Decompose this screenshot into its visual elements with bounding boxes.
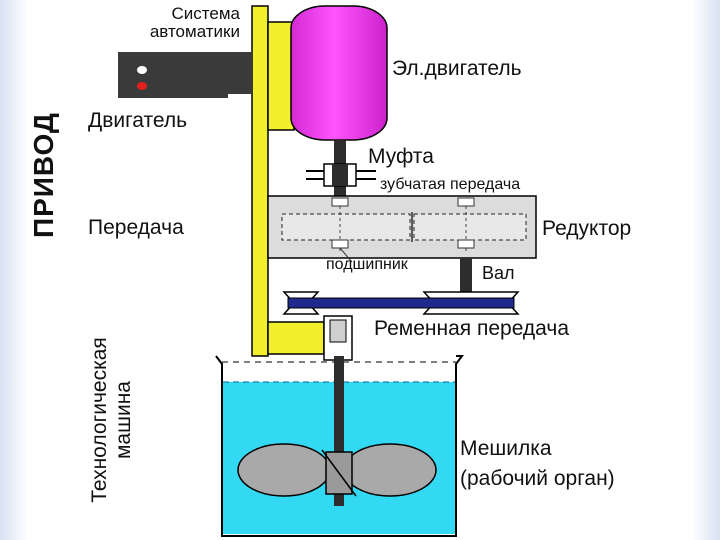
- bearing: [457, 197, 475, 207]
- label-automation-system-line1: Система: [171, 4, 240, 23]
- vessel: [215, 355, 464, 537]
- impeller-blade-left: [237, 443, 331, 497]
- bearing: [457, 239, 475, 249]
- label-gear-transmission: зубчатая передача: [380, 176, 521, 193]
- control-box: [118, 52, 228, 98]
- label-belt-drive: Ременная передача: [374, 317, 569, 340]
- label-engine: Двигатель: [88, 109, 188, 132]
- label-mixer: Мешилка: [460, 437, 552, 460]
- output-shaft: [460, 258, 472, 296]
- impeller-hub: [325, 451, 353, 495]
- frame-bottom-bracket: [267, 321, 325, 355]
- reducer-gear-right: [413, 213, 527, 241]
- electric-motor: [290, 5, 388, 141]
- bearing-pointer: [339, 247, 353, 263]
- label-transmission: Передача: [88, 216, 184, 239]
- label-coupling: Муфта: [368, 145, 434, 168]
- support-frame: [251, 5, 269, 357]
- indicator-light-white: [137, 66, 147, 74]
- label-shaft: Вал: [482, 263, 515, 283]
- slide-left-edge: [0, 0, 28, 540]
- control-box-connector: [225, 52, 252, 94]
- label-automation-system-line2: автоматики: [149, 21, 240, 41]
- belt: [287, 297, 515, 309]
- label-working-organ: (рабочий орган): [460, 467, 615, 490]
- slide-right-edge: [692, 0, 720, 540]
- label-automation-system: Система автоматики: [100, 5, 240, 41]
- label-bearing: подшипник: [326, 256, 408, 273]
- label-reducer: Редуктор: [542, 217, 632, 240]
- bearing: [331, 239, 349, 249]
- bearing: [331, 197, 349, 207]
- label-drive: ПРИВОД: [28, 112, 59, 238]
- reducer-gear-left: [281, 213, 411, 241]
- indicator-light-red: [137, 82, 147, 90]
- impeller-blade-right: [343, 443, 437, 497]
- frame-motor-mount: [267, 21, 295, 131]
- label-electric-motor: Эл.двигатель: [392, 57, 522, 80]
- mixer-shaft: [334, 356, 344, 506]
- label-technological-machine: Технологическая машина: [88, 320, 136, 520]
- label-technological-machine-line2: машина: [112, 381, 136, 459]
- label-technological-machine-line1: Технологическая: [88, 337, 111, 503]
